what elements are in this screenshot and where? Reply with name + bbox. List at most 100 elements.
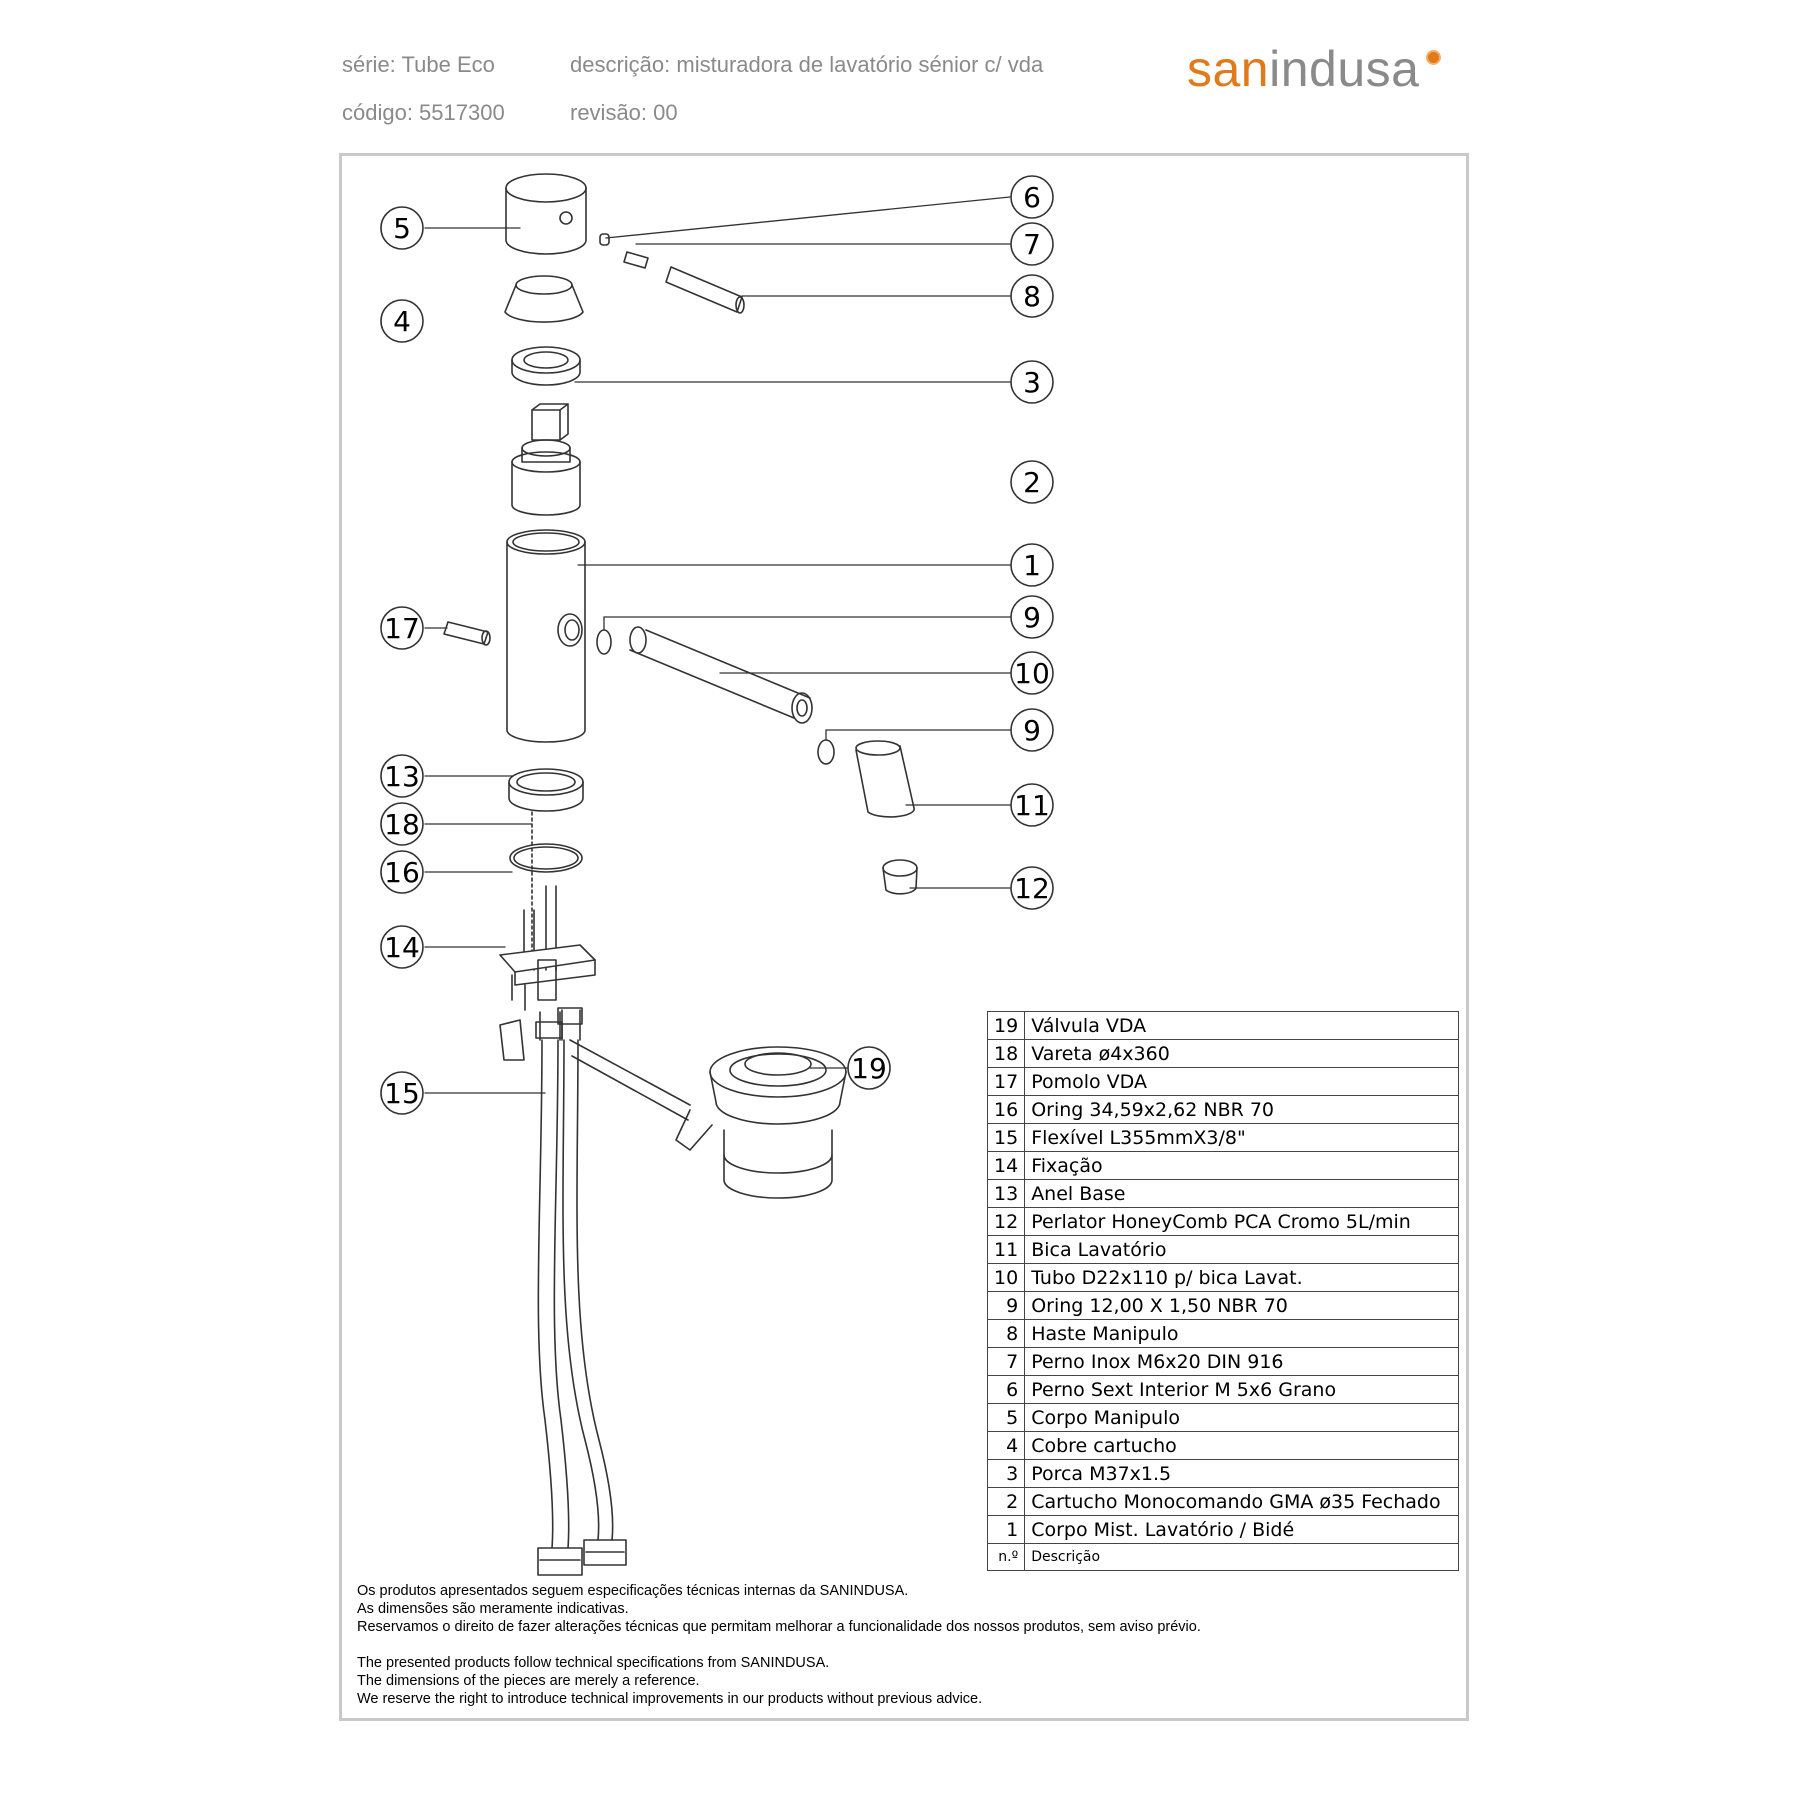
svg-text:19: 19 (851, 1052, 887, 1085)
part-spout (855, 740, 915, 818)
part-knob (443, 621, 491, 646)
part-number: 2 (986, 1487, 1026, 1516)
part-description: Perno Inox M6x20 DIN 916 (1024, 1347, 1459, 1376)
note-line: The presented products follow technical … (357, 1655, 830, 1671)
svg-text:1: 1 (1023, 549, 1041, 582)
callout-17: 17 (380, 606, 424, 650)
part-number: 19 (986, 1011, 1026, 1040)
callout-19: 19 (847, 1046, 891, 1090)
part-number: 15 (986, 1123, 1026, 1152)
part-description: Oring 12,00 X 1,50 NBR 70 (1024, 1291, 1459, 1320)
part-number: 14 (986, 1151, 1026, 1180)
part-nut (511, 346, 581, 386)
part-description: Corpo Manipulo (1024, 1403, 1459, 1432)
svg-text:11: 11 (1014, 789, 1050, 822)
svg-text:7: 7 (1023, 228, 1041, 261)
part-description: Perno Sext Interior M 5x6 Grano (1024, 1375, 1459, 1404)
logo-part-indusa: indusa (1269, 41, 1420, 97)
sanindusa-logo: sanindusa (1187, 40, 1442, 98)
part-fixing-bracket (499, 885, 596, 1011)
part-description: Cobre cartucho (1024, 1431, 1459, 1460)
part-number: 12 (986, 1207, 1026, 1236)
logo-part-san: san (1187, 41, 1270, 97)
callout-4: 4 (380, 299, 424, 343)
part-grub-screw (599, 233, 610, 246)
svg-text:17: 17 (384, 612, 420, 645)
note-line: Reservamos o direito de fazer alterações… (357, 1619, 1201, 1635)
part-tube (629, 626, 813, 724)
part-cartridge (511, 403, 581, 516)
callout-9-lower: 9 (1010, 708, 1054, 752)
header-number: n.º (986, 1543, 1026, 1571)
drawing-frame (339, 153, 1469, 1721)
part-description: Haste Manipulo (1024, 1319, 1459, 1348)
part-number: 8 (986, 1319, 1026, 1348)
callout-2: 2 (1010, 460, 1054, 504)
callout-6: 6 (1010, 175, 1054, 219)
part-oring-lower (817, 739, 835, 765)
part-number: 18 (986, 1039, 1026, 1068)
part-aerator (882, 859, 918, 895)
serie-label: série: Tube Eco (342, 52, 495, 77)
callout-11: 11 (1010, 783, 1054, 827)
svg-text:5: 5 (393, 212, 411, 245)
svg-text:10: 10 (1014, 657, 1050, 690)
part-base-ring (508, 768, 584, 812)
part-vda-valve (499, 1019, 847, 1199)
svg-text:6: 6 (1023, 181, 1041, 214)
notes-portuguese: Os produtos apresentados seguem especifi… (357, 1582, 1201, 1636)
note-line: The dimensions of the pieces are merely … (357, 1673, 700, 1689)
part-number: 4 (986, 1431, 1026, 1460)
callout-9-upper: 9 (1010, 595, 1054, 639)
callout-1: 1 (1010, 543, 1054, 587)
callout-5: 5 (380, 206, 424, 250)
callout-13: 13 (380, 754, 424, 798)
part-number: 17 (986, 1067, 1026, 1096)
codigo-label: código: 5517300 (342, 100, 505, 125)
part-base-oring (509, 843, 583, 873)
note-line: As dimensões são meramente indicativas. (357, 1601, 629, 1617)
svg-text:8: 8 (1023, 280, 1041, 313)
part-description: Bica Lavatório (1024, 1235, 1459, 1264)
part-cartridge-cover (504, 275, 584, 323)
part-description: Tubo D22x110 p/ bica Lavat. (1024, 1263, 1459, 1292)
part-pin (623, 251, 649, 269)
callout-12: 12 (1010, 866, 1054, 910)
part-number: 13 (986, 1179, 1026, 1208)
part-number: 6 (986, 1375, 1026, 1404)
part-description: Pomolo VDA (1024, 1067, 1459, 1096)
svg-text:14: 14 (384, 931, 420, 964)
svg-text:9: 9 (1023, 714, 1041, 747)
part-description: Cartucho Monocomando GMA ø35 Fechado (1024, 1487, 1459, 1516)
part-description: Perlator HoneyComb PCA Cromo 5L/min (1024, 1207, 1459, 1236)
header-description: Descrição (1024, 1543, 1459, 1571)
svg-text:15: 15 (384, 1077, 420, 1110)
callout-16: 16 (380, 850, 424, 894)
note-line: Os produtos apresentados seguem especifi… (357, 1583, 909, 1599)
svg-text:13: 13 (384, 760, 420, 793)
note-line: We reserve the right to introduce techni… (357, 1691, 983, 1707)
revisao-label: revisão: 00 (570, 100, 678, 125)
callout-14: 14 (380, 925, 424, 969)
svg-text:3: 3 (1023, 366, 1041, 399)
part-description: Válvula VDA (1024, 1011, 1459, 1040)
